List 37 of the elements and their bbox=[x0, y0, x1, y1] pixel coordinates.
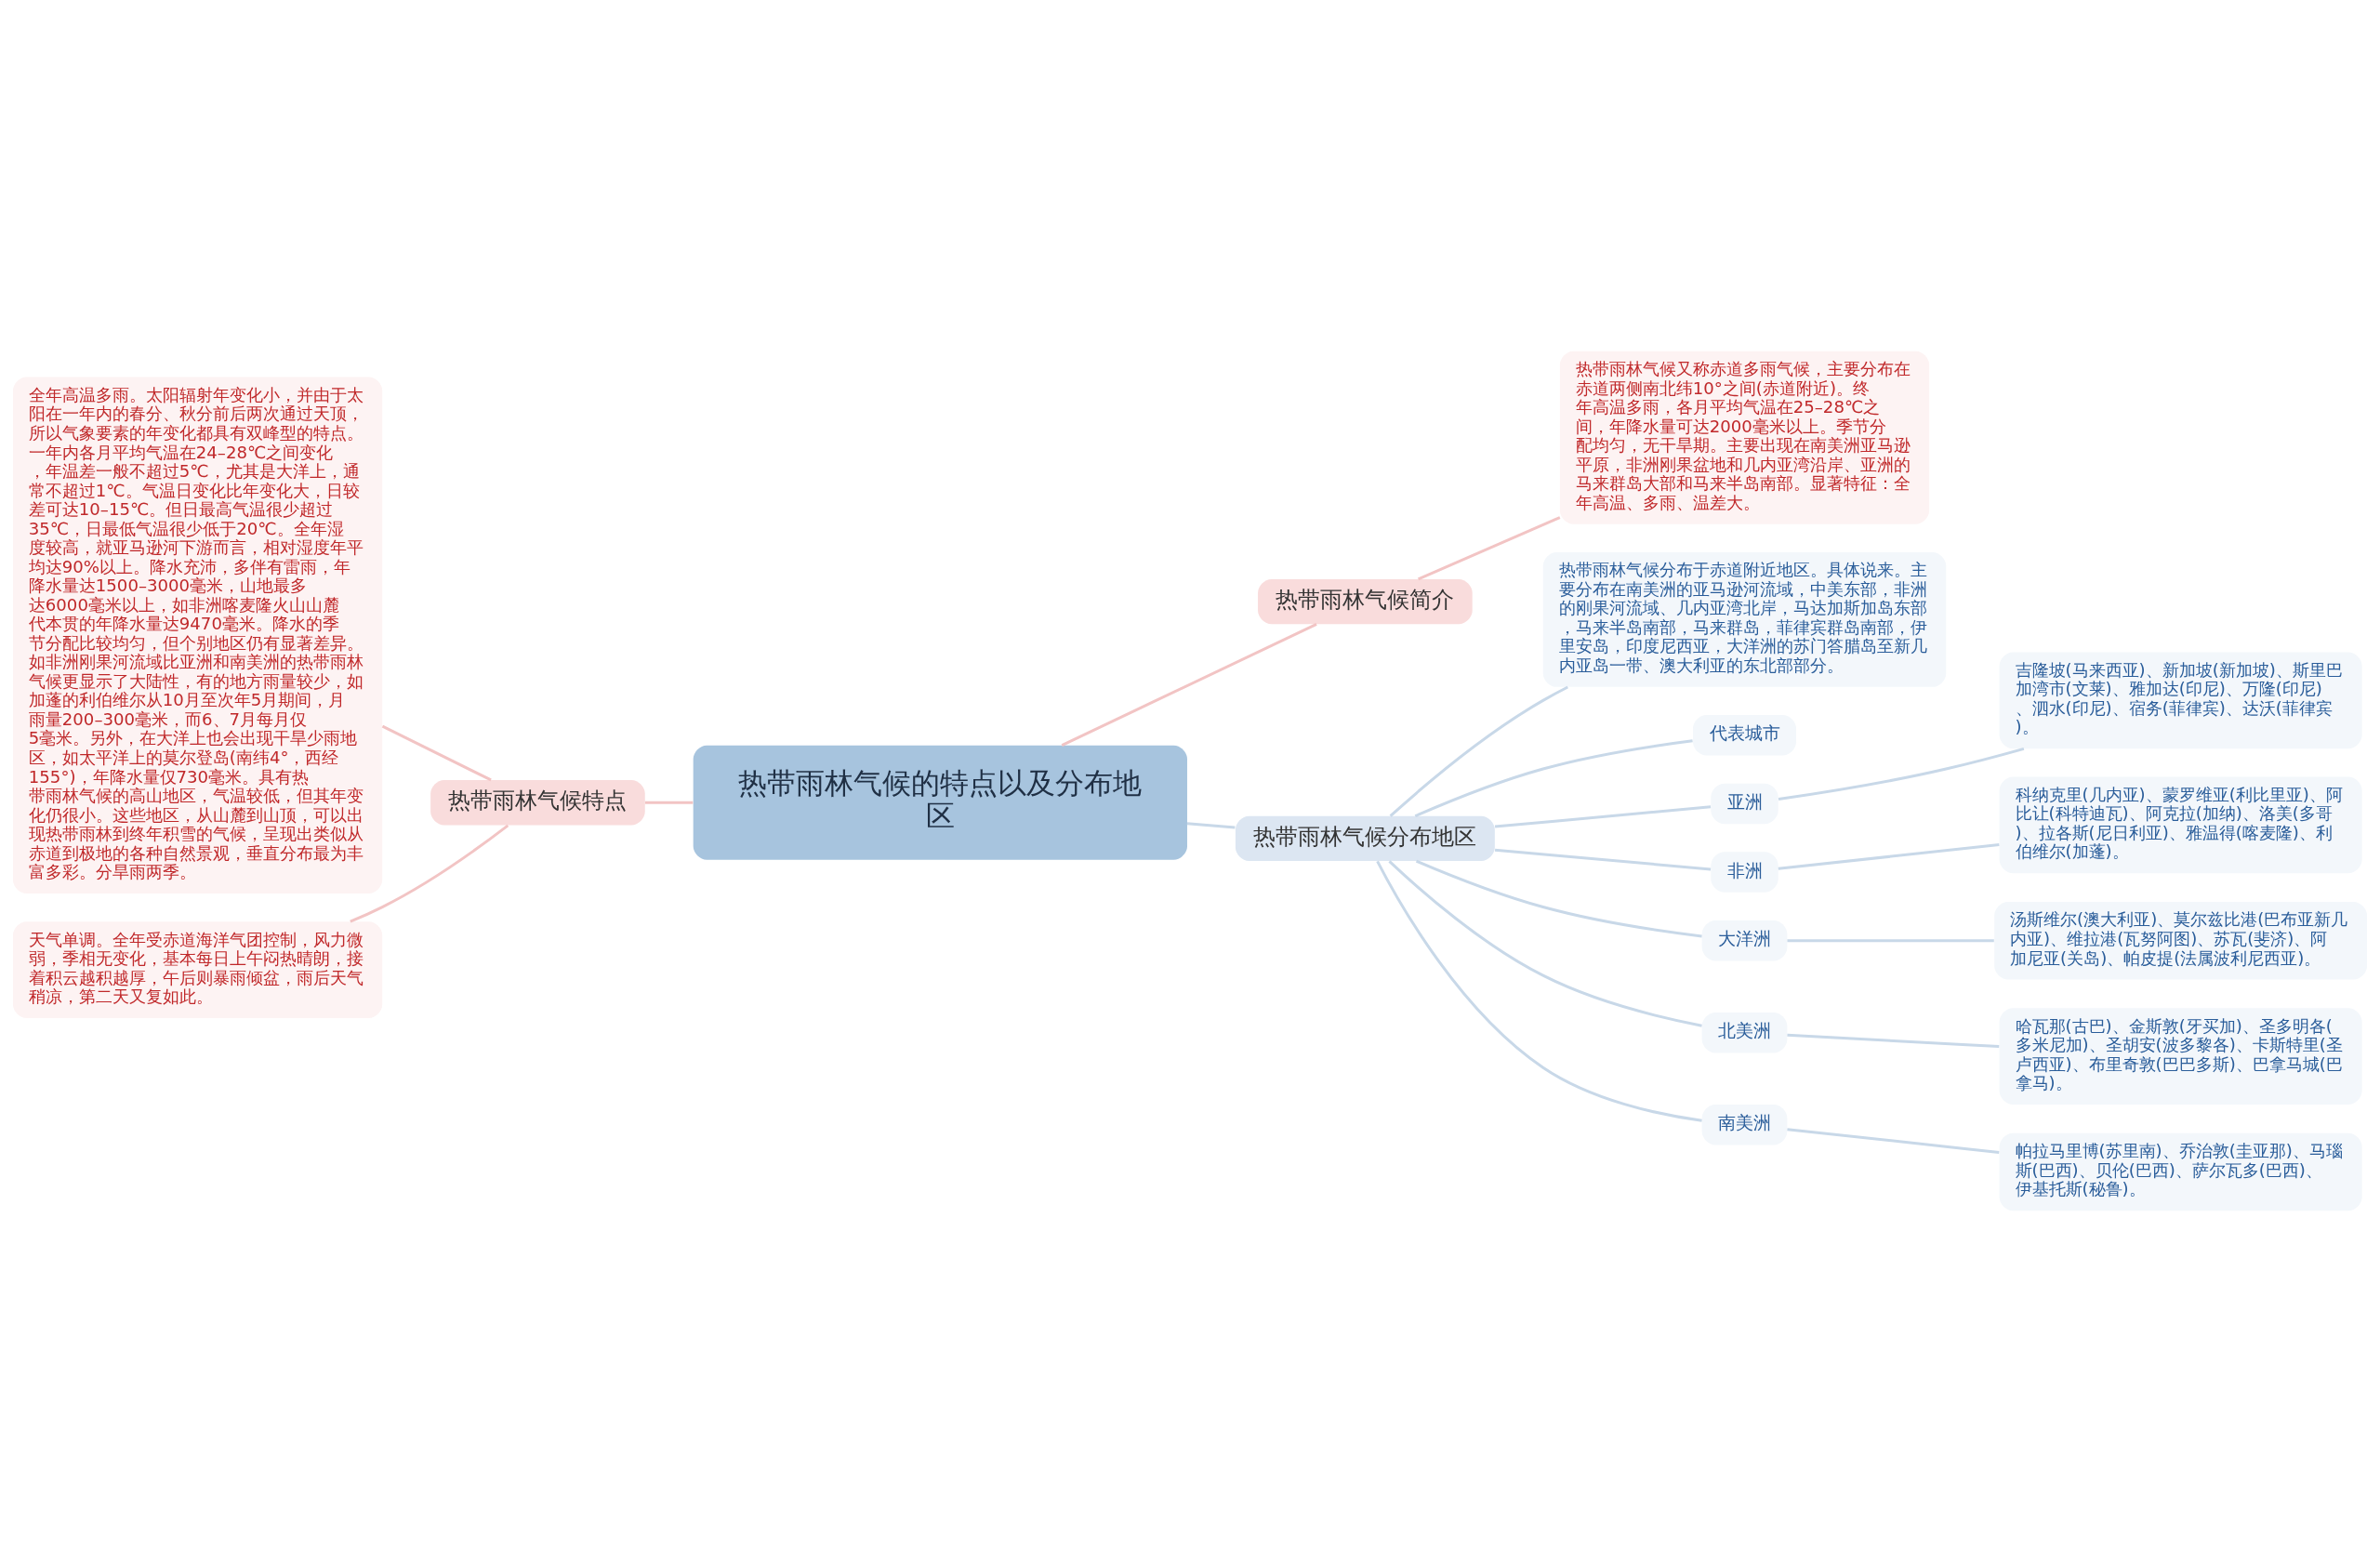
connector bbox=[1061, 623, 1317, 747]
node-box: 汤斯维尔(澳大利亚)、莫尔兹比港(巴布亚新几内亚)、维拉港(瓦努阿图)、苏瓦(斐济)、阿加尼亚(关岛)、帕皮提(法属波利尼西亚)。 bbox=[1994, 902, 2368, 980]
node-box: 亚洲 bbox=[1711, 783, 1778, 825]
node-box: 代表城市 bbox=[1692, 715, 1797, 756]
node-box: 非洲 bbox=[1711, 852, 1778, 893]
node-box: 吉隆坡(马来西亚)、新加坡(新加坡)、斯里巴加湾市(文莱)、雅加达(印尼)、万隆(印尼)、泗水(印尼)、宿务(菲律宾)、达沃(菲律宾)。 bbox=[1999, 652, 2362, 749]
node-box: 南美洲 bbox=[1701, 1105, 1788, 1145]
node-box: 科纳克里(几内亚)、蒙罗维亚(利比里亚)、阿比让(科特迪瓦)、阿克拉(加纳)、洛美(多哥)、拉各斯(尼日利亚)、雅温得(喀麦隆)、利伯维尔(加蓬)。 bbox=[1999, 776, 2362, 874]
connector bbox=[1787, 1033, 2000, 1049]
connector bbox=[1415, 859, 1702, 938]
node-box: 帕拉马里博(苏里南)、乔治敦(圭亚那)、马瑙斯(巴西)、贝伦(巴西)、萨尔瓦多(巴西)、伊基托斯(秘鲁)。 bbox=[1999, 1132, 2362, 1211]
node-box: 热带雨林气候又称赤道多雨气候，主要分布在赤道两侧南北纬10°之间(赤道附近)。终年高温多雨，各月平均气温在25–28℃之间，年降水量可达2000毫米以上。季节分配均匀，无干旱期。主要出现在南美洲亚马逊平原，非洲刚果盆地和几内亚湾沿岸、亚洲的马来群岛大部和马来半岛南部。显著特征：全年高温、多雨、温差大。 bbox=[1559, 351, 1930, 524]
connector bbox=[1494, 805, 1712, 828]
connector bbox=[1186, 822, 1236, 829]
connector bbox=[1376, 860, 1702, 1122]
connector bbox=[381, 724, 492, 782]
node-box: 北美洲 bbox=[1701, 1013, 1788, 1053]
connector bbox=[350, 824, 509, 923]
node-box: 哈瓦那(古巴)、金斯敦(牙买加)、圣多明各(多米尼加)、圣胡安(波多黎各)、卡斯特里(圣卢西亚)、布里奇敦(巴巴多斯)、巴拿马城(巴拿马)。 bbox=[1999, 1008, 2362, 1105]
node-box: 热带雨林气候分布于赤道附近地区。具体说来。主要分布在南美洲的亚马逊河流域，中美东部，非洲的刚果河流域、几内亚湾北岸，马达加斯加岛东部，马来半岛南部，马来群岛，菲律宾群岛南部，伊里安岛，印度尼西亚，大洋洲的苏门答腊岛至新几内亚岛一带、澳大利亚的东北部部分。 bbox=[1542, 551, 1947, 687]
node-box: 天气单调。全年受赤道海洋气团控制，风力微弱，季相无变化，基本每日上午闷热晴朗，接着积云越积越厚，午后则暴雨倾盆，雨后天气稍凉，第二天又复如此。 bbox=[12, 921, 383, 1019]
connector bbox=[1414, 739, 1693, 818]
node-box: 热带雨林气候的特点以及分布地区 bbox=[693, 745, 1187, 860]
node-box: 热带雨林气候简介 bbox=[1258, 578, 1473, 625]
node-box: 热带雨林气候分布地区 bbox=[1235, 815, 1495, 862]
connector bbox=[1787, 939, 1994, 943]
connector bbox=[1417, 516, 1561, 581]
connector bbox=[1778, 842, 2000, 870]
connector bbox=[1778, 747, 2025, 801]
connector bbox=[1389, 685, 1568, 817]
connector bbox=[1787, 1128, 2000, 1154]
connector bbox=[644, 801, 694, 804]
connector bbox=[1388, 860, 1702, 1027]
connector bbox=[1494, 848, 1712, 871]
node-box: 热带雨林气候特点 bbox=[430, 780, 645, 826]
node-box: 大洋洲 bbox=[1701, 920, 1788, 961]
node-box: 全年高温多雨。太阳辐射年变化小，并由于太阳在一年内的春分、秋分前后两次通过天顶，所以气象要素的年变化都具有双峰型的特点。一年内各月平均气温在24–28℃之间变化，年温差一般不超过5℃，尤其是大洋上，通常不超过1℃。气温日变化比年变化大，日较差可达10–15℃。但日最高气温很少超过35℃，日最低气温很少低于20℃。全年湿度较高，就亚马逊河下游而言，相对湿度年平均达90%以上。降水充沛，多伴有雷雨，年降水量达1500–3000毫米，山地最多达6000毫米以上，如非洲喀麦隆火山山麓代本贯的年降水量达9470毫米。降水的季节分配比较均匀，但个别地区仍有显著差异。如非洲刚果河流域比亚洲和南美洲的热带雨林气候更显示了大陆性，有的地方雨量较少，如加蓬的利伯维尔从10月至次年5月期间，月雨量200–300毫米，而6、7月每月仅5毫米。另外，在大洋上也会出现干旱少雨地区，如太平洋上的莫尔登岛(南纬4°，西经155°)，年降水量仅730毫米。具有热带雨林气候的高山地区，气温较低，但其年变化仍很小。这些地区，从山麓到山顶，可以出现热带雨林到终年积雪的气候，呈现出类似从赤道到极地的各种自然景观，垂直分布最为丰富多彩。分旱雨两季。 bbox=[12, 377, 383, 894]
